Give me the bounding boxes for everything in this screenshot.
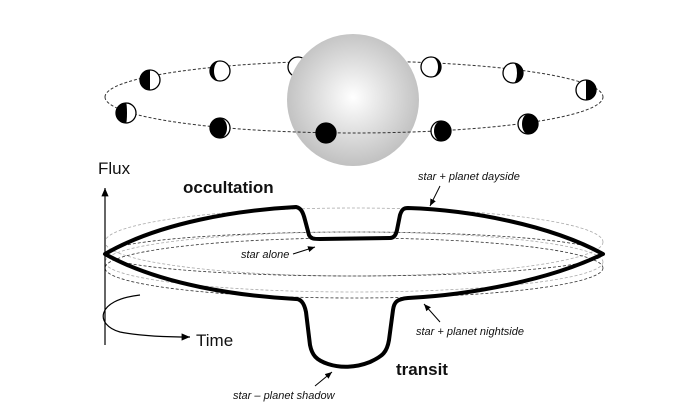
time-label: Time [196, 331, 233, 350]
star-alone-arrow [292, 246, 316, 255]
time-axis-arrow [102, 294, 191, 341]
shadow-arrow [314, 371, 333, 387]
planet-phase-icon [430, 120, 452, 142]
dayside-arrow [429, 185, 441, 207]
shadow-annotation: star – planet shadow [233, 390, 336, 402]
flux-label: Flux [98, 159, 131, 178]
nightside-arrow [423, 303, 441, 323]
planet-phase-icon [575, 79, 597, 101]
planet-phase-icon [502, 62, 524, 84]
planet-phase-icon [209, 60, 231, 82]
star-alone-annotation: star alone [241, 249, 289, 261]
planets-front [115, 102, 539, 144]
star [287, 34, 419, 166]
reference-levels [104, 207, 604, 299]
planet-phase-icon [115, 102, 137, 124]
nightside-annotation: star + planet nightside [416, 326, 524, 338]
transit-label: transit [396, 360, 448, 379]
planet-phase-icon [420, 56, 442, 78]
planet-phase-icon [517, 113, 539, 135]
planet-phase-icon [139, 69, 161, 91]
dayside-annotation: star + planet dayside [418, 171, 520, 183]
planet-phase-icon [209, 117, 231, 139]
planet-phase-icon [315, 122, 337, 144]
light-curve [103, 205, 605, 369]
occultation-label: occultation [183, 178, 274, 197]
